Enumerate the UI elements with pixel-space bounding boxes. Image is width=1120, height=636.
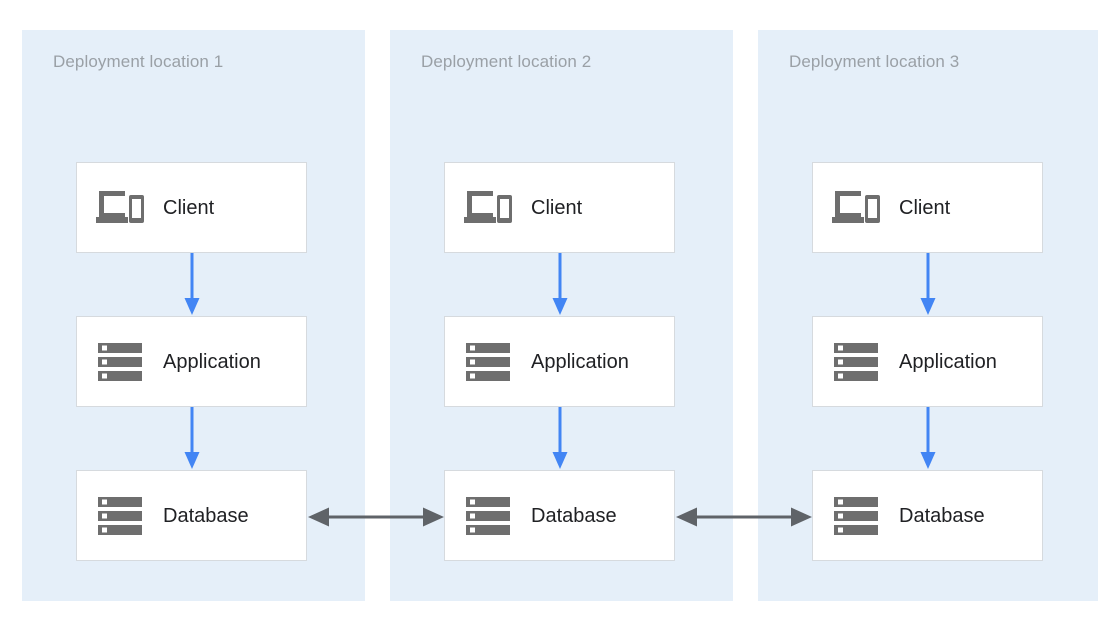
node-label: Client xyxy=(899,196,951,219)
node-client-1[interactable]: Client xyxy=(76,162,307,253)
arrow-application-to-database-1 xyxy=(181,407,203,470)
arrow-database-2-to-database-3 xyxy=(675,501,813,533)
node-label: Database xyxy=(531,504,617,527)
node-label: Database xyxy=(163,504,249,527)
client-devices-icon xyxy=(77,189,163,227)
arrow-application-to-database-3 xyxy=(917,407,939,470)
server-stack-icon xyxy=(813,342,899,382)
node-application-3[interactable]: Application xyxy=(812,316,1043,407)
node-label: Client xyxy=(531,196,583,219)
server-stack-icon xyxy=(445,496,531,536)
panel-title-1: Deployment location 1 xyxy=(53,52,224,71)
panel-title-2: Deployment location 2 xyxy=(421,52,592,71)
node-client-3[interactable]: Client xyxy=(812,162,1043,253)
node-database-2[interactable]: Database xyxy=(444,470,675,561)
node-label: Application xyxy=(163,350,261,373)
node-client-2[interactable]: Client xyxy=(444,162,675,253)
server-stack-icon xyxy=(77,342,163,382)
node-application-1[interactable]: Application xyxy=(76,316,307,407)
arrow-client-to-application-1 xyxy=(181,253,203,316)
node-database-3[interactable]: Database xyxy=(812,470,1043,561)
arrow-client-to-application-2 xyxy=(549,253,571,316)
client-devices-icon xyxy=(813,189,899,227)
server-stack-icon xyxy=(813,496,899,536)
node-label: Application xyxy=(899,350,997,373)
arrow-application-to-database-2 xyxy=(549,407,571,470)
node-database-1[interactable]: Database xyxy=(76,470,307,561)
arrow-database-1-to-database-2 xyxy=(307,501,445,533)
server-stack-icon xyxy=(77,496,163,536)
node-label: Database xyxy=(899,504,985,527)
arrow-client-to-application-3 xyxy=(917,253,939,316)
panel-title-3: Deployment location 3 xyxy=(789,52,960,71)
node-label: Client xyxy=(163,196,215,219)
server-stack-icon xyxy=(445,342,531,382)
node-label: Application xyxy=(531,350,629,373)
client-devices-icon xyxy=(445,189,531,227)
node-application-2[interactable]: Application xyxy=(444,316,675,407)
